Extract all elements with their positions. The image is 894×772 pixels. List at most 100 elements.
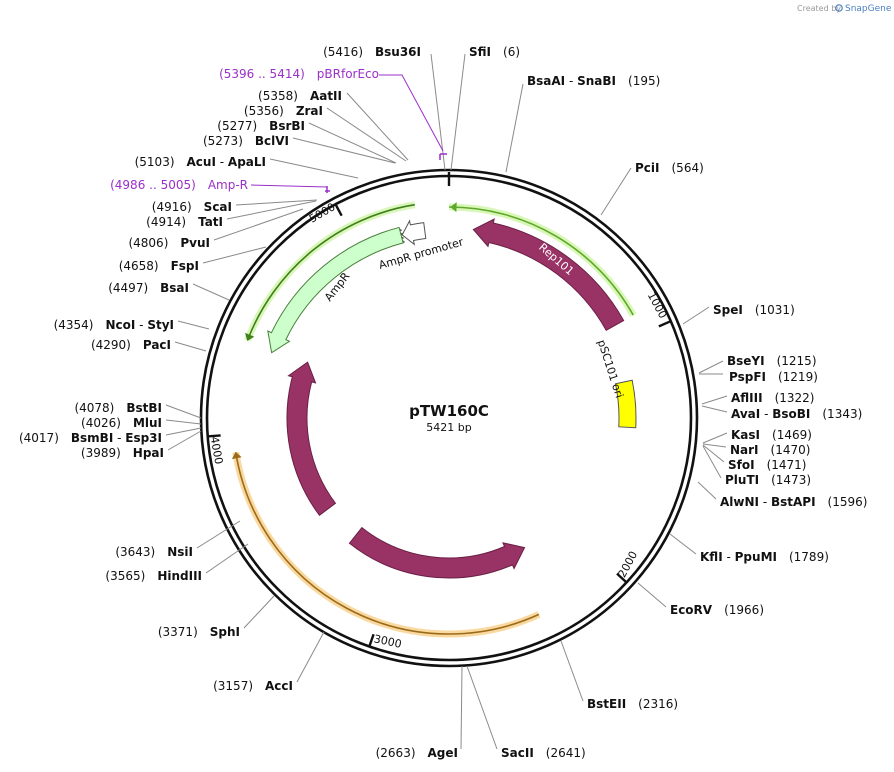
site-ecorv-enzyme: EcoRV: [670, 603, 713, 617]
site-ncoi-styi-sep: -: [135, 318, 147, 332]
site-hpai-enzyme: HpaI: [133, 446, 164, 460]
site-afliii-position: (1322): [775, 391, 815, 405]
site-hindiii-enzyme: HindIII: [157, 569, 202, 583]
site-bsteii-leader: [560, 640, 584, 702]
site-acui-apali-enzyme: AcuI: [187, 155, 216, 169]
site-kfli-ppumi-sep: -: [723, 550, 735, 564]
site-pcii-leader: [600, 167, 632, 216]
site-kasi-leader: [702, 432, 728, 444]
site-pvui: (4806)PvuI: [128, 236, 210, 250]
site-bsai: (4497)BsaI: [108, 281, 189, 295]
plasmid-name: pTW160C: [409, 402, 489, 420]
site-kasi: KasI(1469): [731, 428, 812, 442]
track-arrowhead: [450, 202, 457, 213]
site-avai-bsobi-sep: -: [760, 407, 772, 421]
site-aatii-leader: [346, 92, 409, 161]
feature-label-psc101-ori: pSC101 ori: [595, 338, 626, 400]
site-bsu36i-position: (5416): [323, 45, 363, 59]
primer-pbrforeco-position: (5396 .. 5414): [219, 67, 305, 81]
site-sfoi-leader: [702, 444, 725, 463]
tick-mark-1000: [658, 320, 671, 328]
site-bclvi-leader: [292, 137, 396, 164]
site-alwni-bstapi-leader: [697, 481, 717, 500]
site-ncoi-styi-position: (4354): [54, 318, 94, 332]
site-paci: (4290)PacI: [91, 338, 171, 352]
site-avai-bsobi-leader: [701, 405, 728, 413]
site-bseyi: BseYI(1215): [727, 354, 817, 368]
site-hindiii: (3565)HindIII: [105, 569, 202, 583]
site-bsmbi-esp3i-enzyme: Esp3I: [125, 431, 162, 445]
site-nari-enzyme: NarI: [730, 443, 759, 457]
site-avai-bsobi-enzyme: AvaI: [731, 407, 760, 421]
site-fspi-leader: [202, 246, 267, 264]
site-acci-enzyme: AccI: [265, 679, 293, 693]
tick-mark-5000: [334, 204, 343, 217]
site-spei-leader: [682, 306, 710, 325]
site-acci-leader: [296, 631, 325, 683]
site-pcii-enzyme: PciI: [635, 161, 660, 175]
site-kasi-position: (1469): [772, 428, 812, 442]
site-bsu36i: (5416) Bsu36I: [323, 45, 421, 59]
feature-luxa: [348, 526, 526, 579]
site-sphi-position: (3371): [158, 625, 198, 639]
ampr-divider: [399, 227, 405, 243]
site-kfli-ppumi: KflI - PpuMI (1789): [700, 550, 829, 564]
site-acui-apali-leader: [269, 158, 359, 179]
feature-label-luxa: LuxA: [443, 595, 471, 610]
site-aatii-position: (5358): [258, 89, 298, 103]
site-sphi: (3371)SphI: [158, 625, 240, 639]
site-pvui-leader: [213, 208, 304, 241]
site-kfli-ppumi-enzyme: PpuMI: [735, 550, 777, 564]
site-bstbi-leader: [165, 404, 202, 419]
site-sfoi: SfoI(1471): [728, 458, 806, 472]
site-bsu36i-enzyme: Bsu36I: [375, 45, 421, 59]
site-nsii-enzyme: NsiI: [167, 545, 193, 559]
site-fspi: (4658)FspI: [119, 259, 199, 273]
site-bsai-enzyme: BsaI: [160, 281, 189, 295]
site-avai-bsobi-position: (1343): [822, 407, 862, 421]
site-kfli-ppumi-position: (1789): [789, 550, 829, 564]
site-pspfi-enzyme: PspFI: [729, 370, 766, 384]
site-paci-position: (4290): [91, 338, 131, 352]
tick-label-1000: 1000: [645, 290, 670, 321]
site-alwni-bstapi-position: (1596): [828, 495, 868, 509]
site-tati-leader: [226, 200, 317, 220]
site-aatii: (5358)AatII: [258, 89, 342, 103]
rep101-track-line: [448, 206, 634, 316]
site-nsii: (3643)NsiI: [115, 545, 193, 559]
created-by-label: Created by: [797, 4, 841, 13]
site-bsteii: BstEII(2316): [587, 697, 678, 711]
tick-label-4000: 4000: [208, 435, 226, 465]
site-bsai-leader: [192, 283, 230, 301]
site-zrai-leader: [326, 107, 407, 162]
site-bsrbi: (5277)BsrBI: [217, 119, 305, 133]
site-agei-position: (2663): [376, 746, 416, 760]
site-sphi-leader: [243, 595, 275, 629]
site-mlui: (4026)MluI: [81, 416, 162, 430]
site-afliii-leader: [701, 395, 728, 405]
site-hindiii-leader: [205, 543, 249, 574]
tick-mark-2000: [616, 572, 627, 583]
site-alwni-bstapi: AlwNI - BstAPI(1596): [720, 495, 867, 509]
tick-label-3000: 3000: [373, 632, 403, 651]
site-agei-leader: [460, 665, 463, 750]
site-spei: SpeI(1031): [713, 303, 795, 317]
site-bclvi-enzyme: BclVI: [255, 134, 289, 148]
site-afliii-enzyme: AflIII: [731, 391, 763, 405]
site-bsteii-enzyme: BstEII: [587, 697, 626, 711]
site-afliii: AflIII (1322): [731, 391, 814, 405]
site-bsrbi-enzyme: BsrBI: [269, 119, 305, 133]
site-zrai-position: (5356): [244, 104, 284, 118]
site-ncoi-styi-enzyme: NcoI: [105, 318, 135, 332]
site-pspfi: PspFI(1219): [729, 370, 818, 384]
primer-marker-pbrforeco: [379, 74, 447, 160]
site-mlui-leader: [165, 419, 202, 425]
site-kfli-ppumi-enzyme: KflI: [700, 550, 723, 564]
feature-label-luxb: LuxB: [260, 465, 281, 495]
feature-ampr-promoter: [401, 219, 427, 246]
site-spei-enzyme: SpeI: [713, 303, 743, 317]
primer-marker-amp-r: [250, 184, 330, 193]
enzyme-labels: SfiI(6)BsaAI - SnaBI(195)PciI(564)SpeI(1…: [19, 45, 867, 760]
site-bstbi-position: (4078): [74, 401, 114, 415]
